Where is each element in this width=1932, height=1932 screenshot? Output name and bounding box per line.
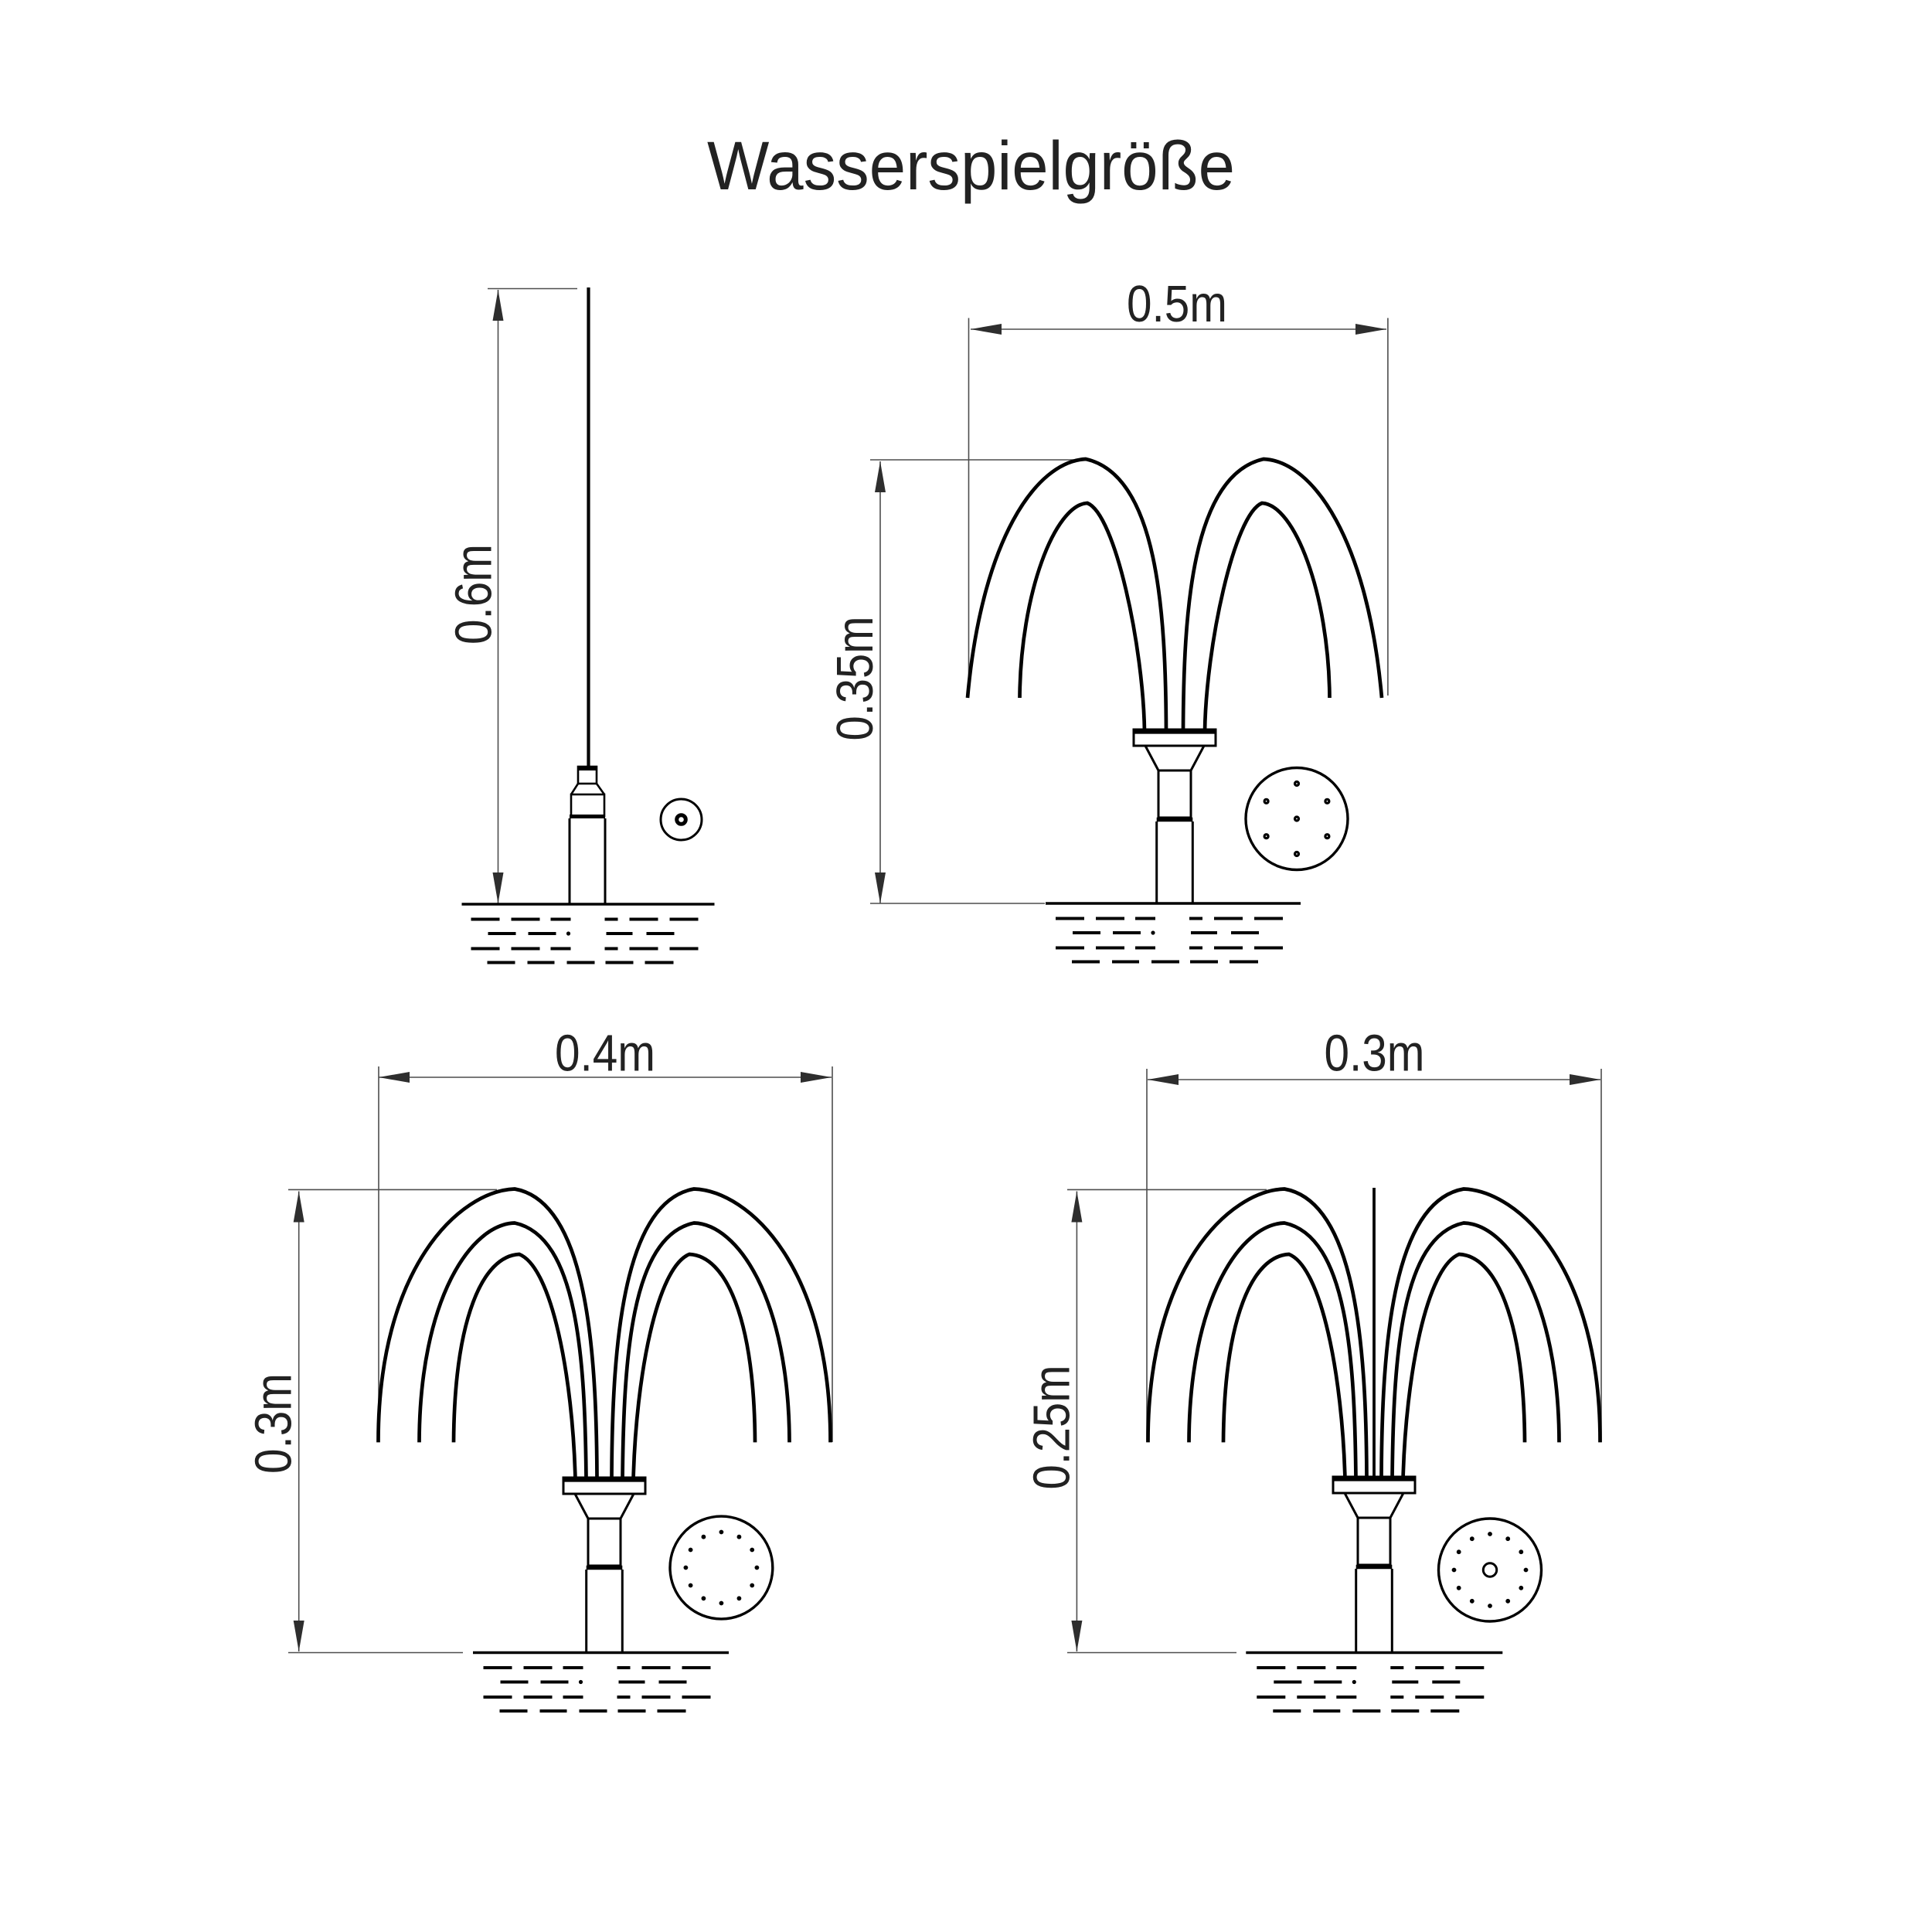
svg-text:0.3m: 0.3m — [1325, 1025, 1425, 1083]
svg-text:0.4m: 0.4m — [555, 1025, 655, 1083]
svg-text:0.6m: 0.6m — [445, 544, 503, 645]
svg-text:0.35m: 0.35m — [826, 617, 884, 741]
svg-text:Wasserspielgröße: Wasserspielgröße — [707, 127, 1235, 204]
svg-text:0.5m: 0.5m — [1127, 275, 1227, 333]
svg-text:0.3m: 0.3m — [245, 1373, 303, 1474]
svg-text:0.25m: 0.25m — [1023, 1366, 1081, 1490]
